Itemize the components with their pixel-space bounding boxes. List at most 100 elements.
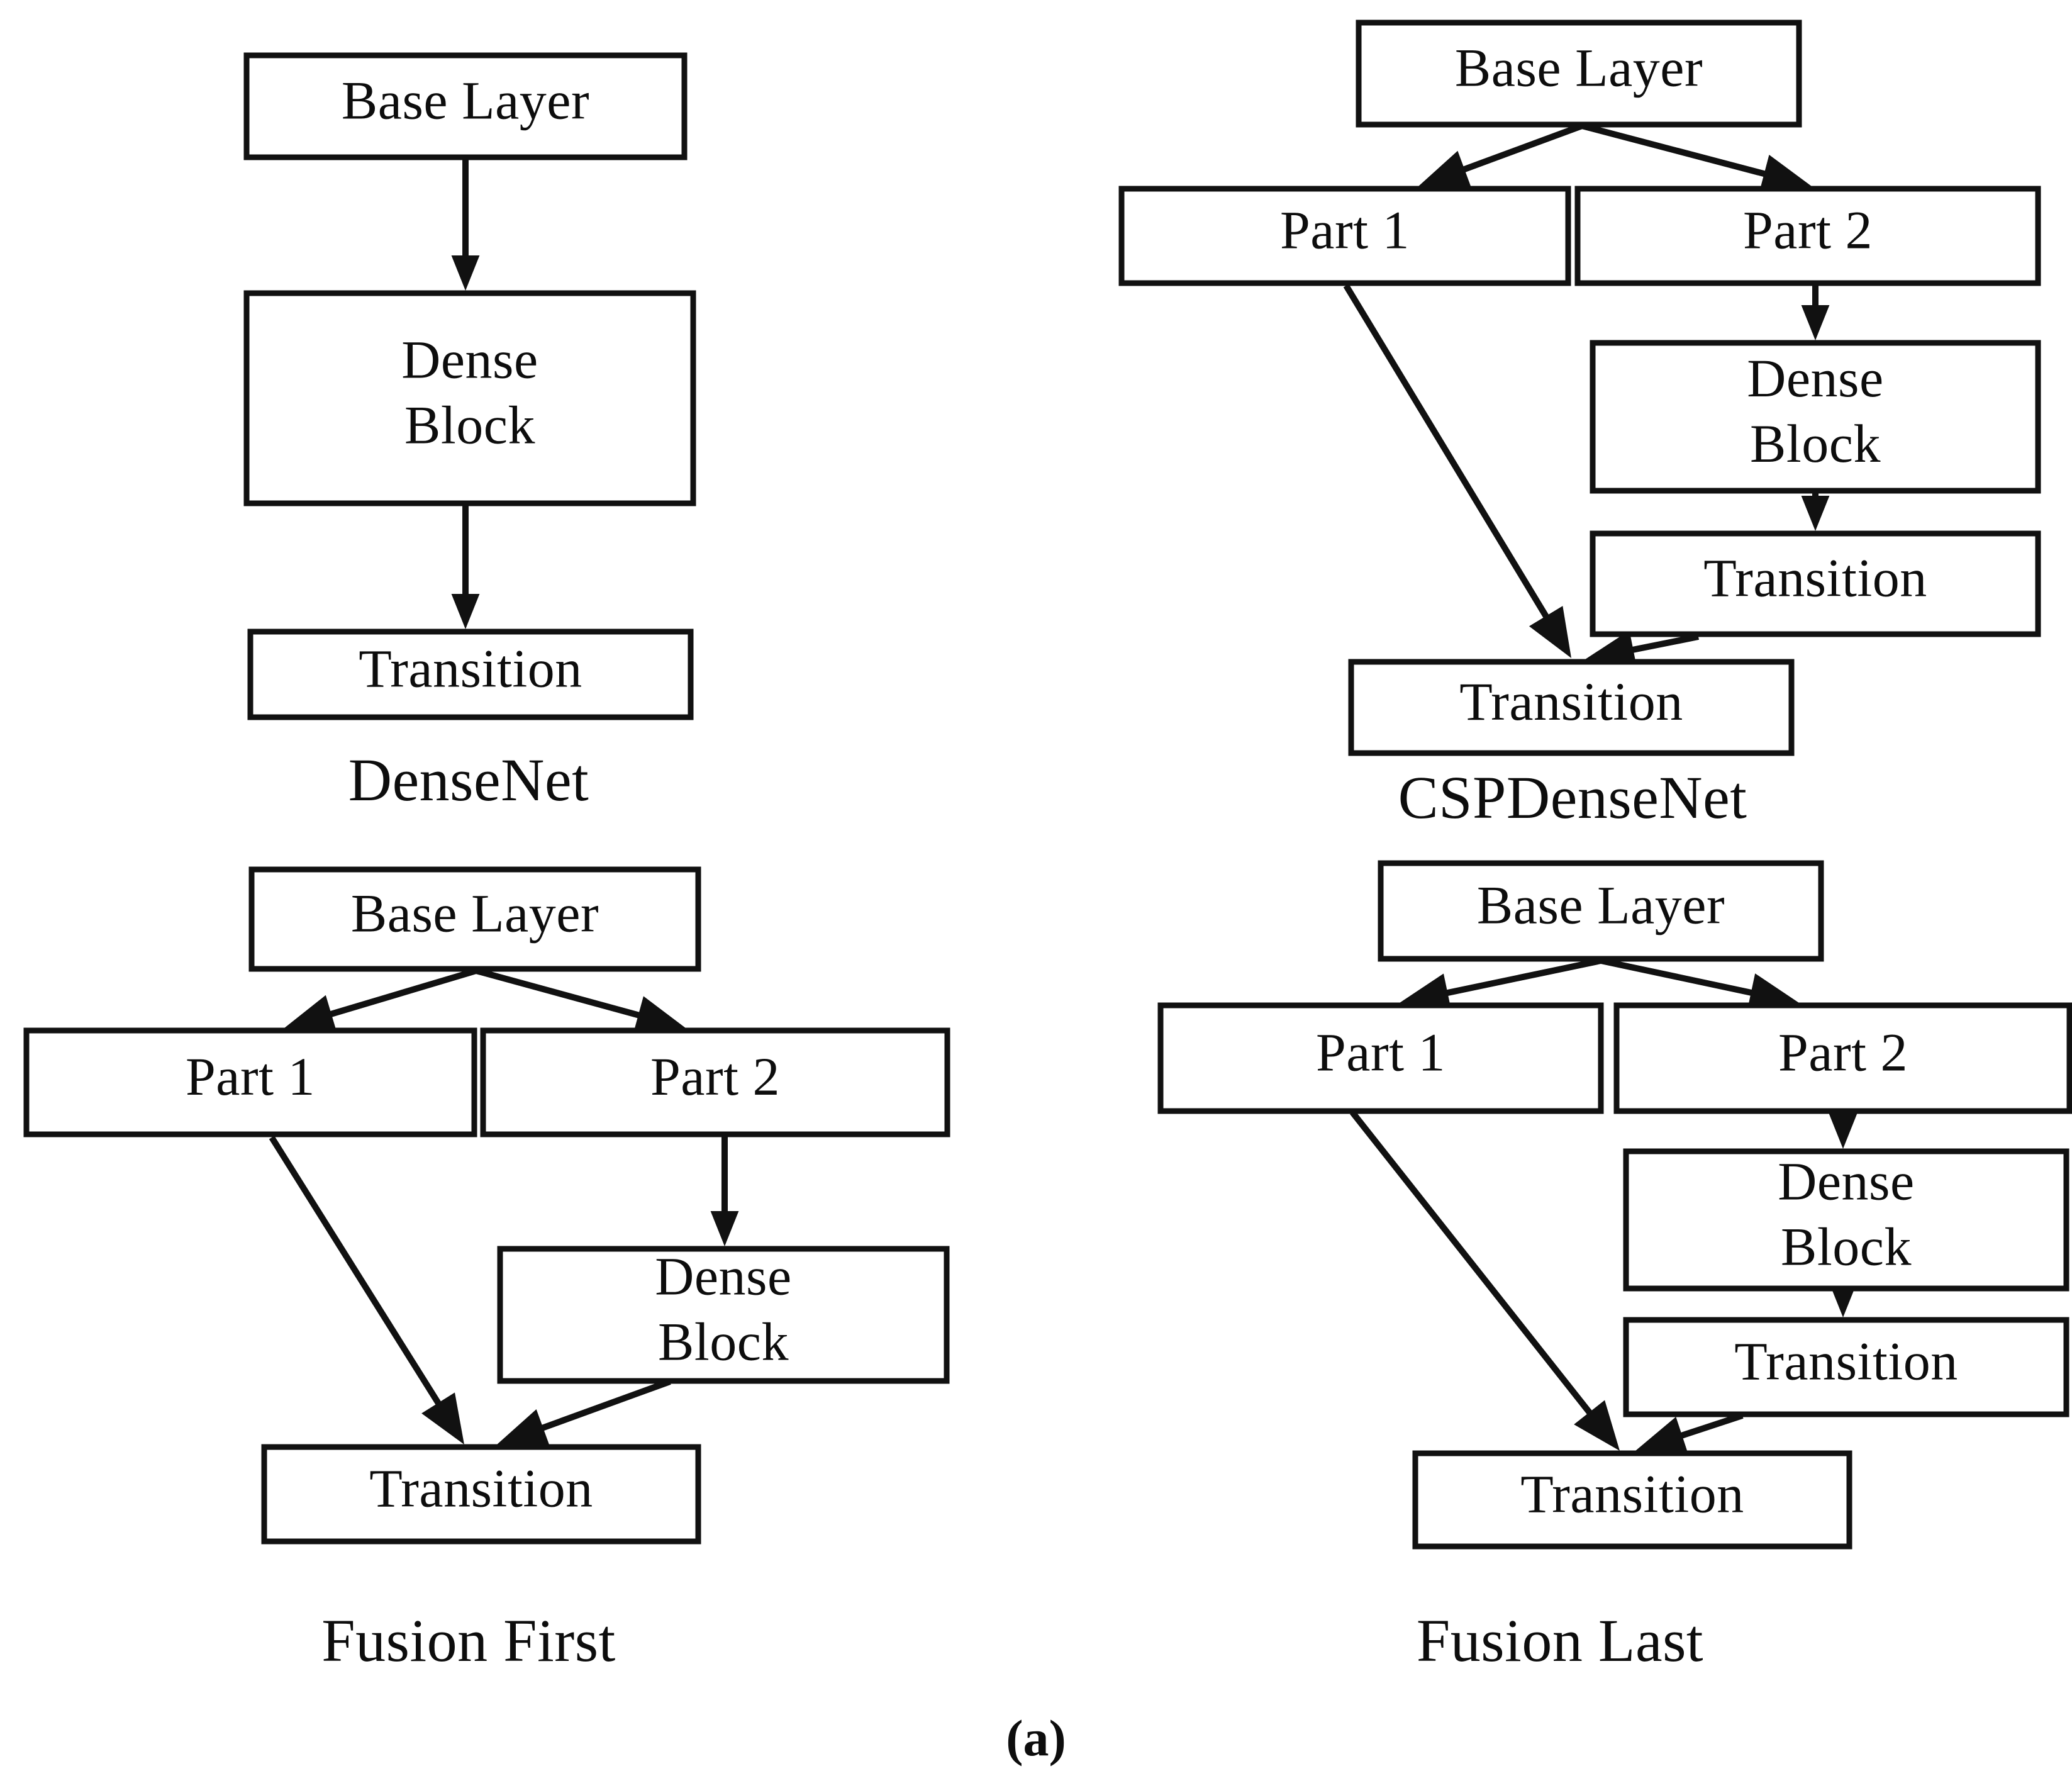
- arrow-head-base-to-part2: [633, 996, 686, 1034]
- arrow-head-part2-to-dense: [710, 1211, 739, 1246]
- node-fusion-last-part-1[interactable]: Part 1: [1157, 1002, 1604, 1114]
- edge-fusion-first-base-to-part1: [284, 968, 477, 1033]
- node-box-transition-branch[interactable]: [1623, 1317, 2069, 1417]
- arrow-head-part1-to-trans: [421, 1392, 464, 1444]
- edge-fusion-first-dense-to-trans: [497, 1378, 671, 1446]
- node-box-base-layer[interactable]: [243, 52, 688, 160]
- edge-line-dense-to-trans: [532, 1378, 671, 1434]
- edge-line-part1-to-merge: [1350, 1110, 1598, 1422]
- node-fusion-first-part-2[interactable]: Part 2: [480, 1027, 950, 1137]
- node-cspdensenet-base-layer[interactable]: Base Layer: [1356, 20, 1802, 128]
- node-fusion-last-transition-merge[interactable]: Transition: [1412, 1450, 1852, 1550]
- node-fusion-last-transition-branch[interactable]: Transition: [1623, 1317, 2069, 1417]
- edge-fusion-first-part1-to-trans: [269, 1136, 464, 1444]
- arrow-head-part2-to-dense: [1829, 1114, 1858, 1149]
- node-box-dense-block[interactable]: [497, 1246, 950, 1384]
- node-densenet-transition[interactable]: Transition: [247, 629, 694, 720]
- node-box-dense-block[interactable]: [1623, 1148, 2069, 1292]
- edge-cspdensenet-base-to-part1: [1418, 123, 1583, 188]
- node-cspdensenet-part-2[interactable]: Part 2: [1574, 186, 2041, 286]
- node-box-part-1[interactable]: [1118, 186, 1571, 286]
- edge-line-part1-to-merge: [1343, 284, 1554, 627]
- node-cspdensenet-transition-branch[interactable]: Transition: [1590, 530, 2041, 637]
- figure-caption: (a): [1006, 1709, 1066, 1767]
- node-label-dense-block: Block: [658, 1312, 789, 1372]
- node-fusion-first-transition[interactable]: Transition: [261, 1444, 701, 1545]
- node-label-dense-block: Dense: [1747, 348, 1883, 408]
- arrow-head-base-to-part1: [284, 995, 337, 1033]
- edge-cspdensenet-base-to-part2: [1581, 123, 1812, 193]
- edges-fusion-last: [1350, 958, 1858, 1455]
- node-label-base-layer: Base Layer: [1477, 875, 1725, 936]
- edge-fusion-first-part2-to-dense: [710, 1137, 739, 1246]
- node-fusion-last-part-2[interactable]: Part 2: [1613, 1002, 2072, 1114]
- node-label-base-layer: Base Layer: [342, 70, 589, 131]
- node-label-transition: Transition: [359, 639, 582, 699]
- node-densenet-base-layer[interactable]: Base Layer: [243, 52, 688, 160]
- edges-fusion-first: [269, 968, 739, 1446]
- node-fusion-first-base-layer[interactable]: Base Layer: [248, 866, 701, 972]
- node-label-part-1: Part 1: [1316, 1022, 1445, 1083]
- node-box-dense-block[interactable]: [1590, 340, 2041, 494]
- edge-line-trans-to-merge: [1671, 1412, 1744, 1442]
- node-box-transition-merge[interactable]: [1412, 1450, 1852, 1550]
- node-label-part-2: Part 2: [650, 1046, 780, 1107]
- edge-densenet-dense-to-transition: [451, 505, 480, 629]
- node-label-dense-block: Dense: [1778, 1151, 1914, 1212]
- node-label-transition-merge: Transition: [1520, 1464, 1744, 1524]
- arrow-head-dense-to-trans: [1801, 496, 1830, 531]
- arrow-head-part2-to-dense: [1801, 305, 1830, 340]
- node-label-transition: Transition: [369, 1458, 593, 1519]
- node-label-part-1: Part 1: [1280, 200, 1410, 260]
- node-box-base-layer[interactable]: [248, 866, 701, 972]
- edges-densenet: [451, 159, 480, 629]
- edge-cspdensenet-part1-to-merge: [1343, 284, 1571, 658]
- edge-fusion-last-trans-to-merge: [1635, 1412, 1744, 1455]
- node-label-transition-branch: Transition: [1703, 548, 1927, 608]
- node-fusion-first-part-1[interactable]: Part 1: [23, 1027, 477, 1137]
- edge-line-trans-to-merge: [1623, 634, 1699, 655]
- edge-densenet-base-to-dense: [451, 159, 480, 291]
- edge-line-base-to-part1: [321, 968, 477, 1020]
- node-box-dense-block[interactable]: [243, 290, 696, 506]
- arrow-head-base-to-part2: [1747, 973, 1799, 1012]
- node-cspdensenet-transition-merge[interactable]: Transition: [1348, 659, 1795, 756]
- node-label-part-2: Part 2: [1778, 1022, 1908, 1083]
- edge-fusion-last-part1-to-merge: [1350, 1110, 1620, 1451]
- node-box-part-2[interactable]: [480, 1027, 950, 1137]
- node-box-base-layer[interactable]: [1378, 860, 1824, 962]
- edge-fusion-first-base-to-part2: [475, 968, 686, 1034]
- node-box-base-layer[interactable]: [1356, 20, 1802, 128]
- node-box-transition-branch[interactable]: [1590, 530, 2041, 637]
- edge-fusion-last-part2-to-dense: [1829, 1112, 1858, 1149]
- arrow-head-base-to-dense: [451, 255, 480, 291]
- node-cspdensenet-part-1[interactable]: Part 1: [1118, 186, 1571, 286]
- node-box-part-1[interactable]: [1157, 1002, 1604, 1114]
- arrow-head-part1-to-merge: [1574, 1400, 1620, 1451]
- node-label-base-layer: Base Layer: [351, 883, 599, 944]
- node-box-transition-merge[interactable]: [1348, 659, 1795, 756]
- node-box-part-2[interactable]: [1613, 1002, 2072, 1114]
- node-label-dense-block: Block: [404, 395, 535, 455]
- arrow-head-trans-to-merge: [1635, 1416, 1688, 1455]
- panel-caption-cspdensenet: CSPDenseNet: [1398, 764, 1747, 831]
- node-box-part-1[interactable]: [23, 1027, 477, 1137]
- arrow-head-base-to-part1: [1418, 150, 1471, 188]
- node-box-transition[interactable]: [261, 1444, 701, 1545]
- edge-line-part1-to-trans: [269, 1136, 447, 1413]
- node-label-dense-block: Dense: [401, 330, 538, 390]
- node-box-transition[interactable]: [247, 629, 694, 720]
- node-label-dense-block: Block: [1781, 1217, 1912, 1277]
- node-fusion-last-base-layer[interactable]: Base Layer: [1378, 860, 1824, 962]
- node-box-part-2[interactable]: [1574, 186, 2041, 286]
